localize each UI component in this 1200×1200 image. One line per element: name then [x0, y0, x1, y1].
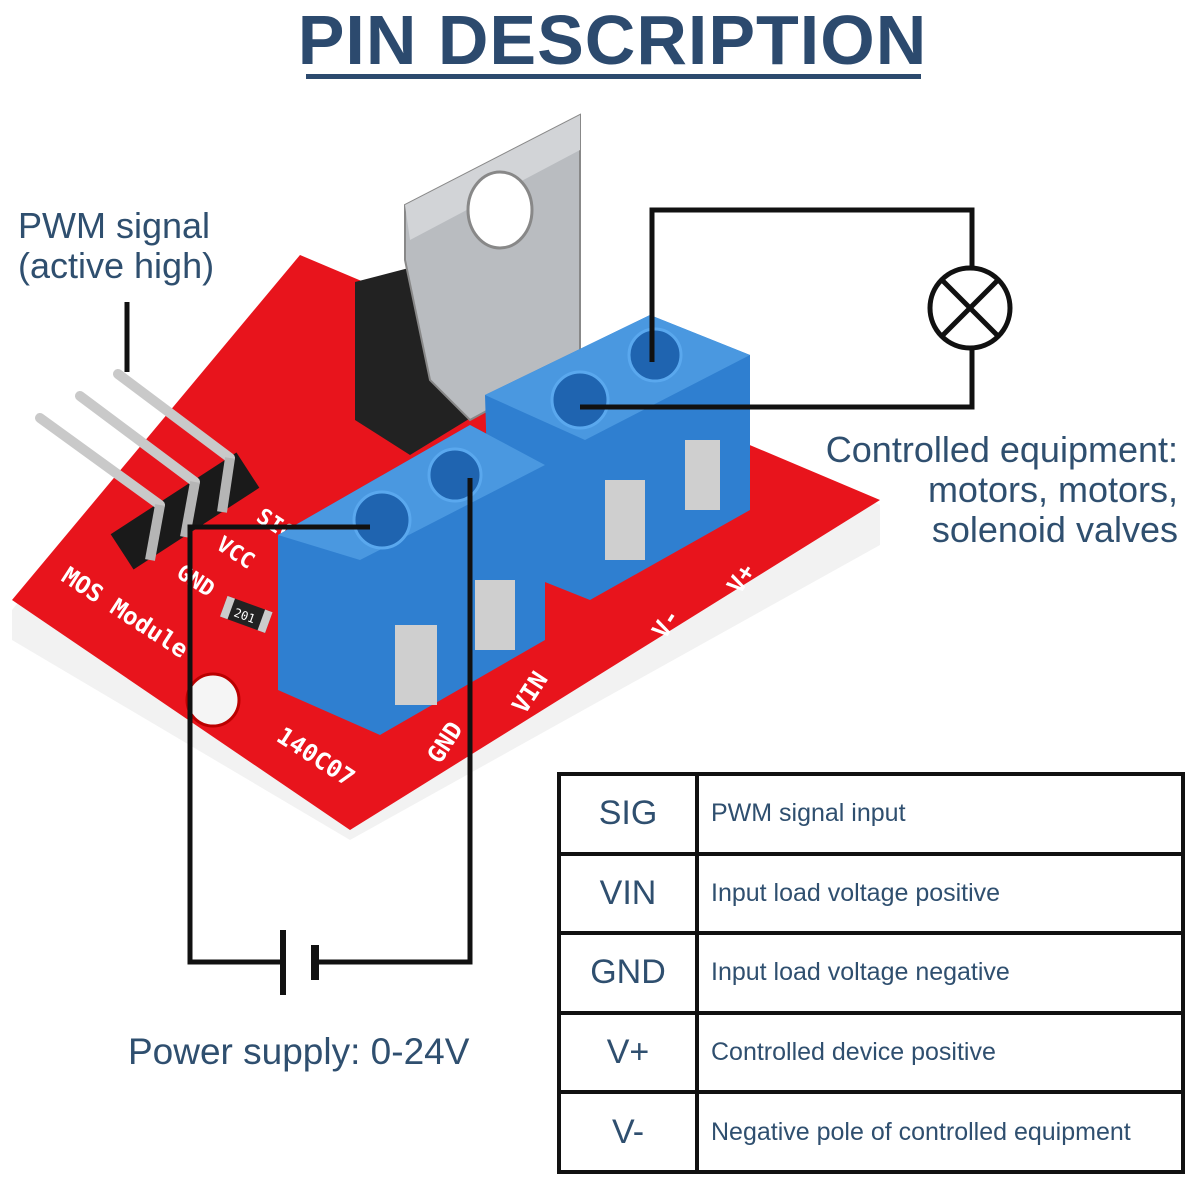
mosfet — [355, 113, 581, 455]
pin-description: Input load voltage positive — [695, 851, 1185, 936]
table-row: SIG PWM signal input — [557, 772, 1185, 856]
page-title: PIN DESCRIPTION — [297, 1, 928, 79]
ctrl-label-line3: solenoid valves — [931, 509, 1178, 550]
ctrl-label-line2: motors, motors, — [927, 469, 1178, 510]
power-supply-label: Power supply: 0-24V — [128, 1031, 470, 1072]
resistor: 201 — [219, 595, 273, 633]
pin-name: GND — [557, 931, 699, 1015]
pin-description: Controlled device positive — [695, 1010, 1185, 1095]
pin-description: Input load voltage negative — [695, 931, 1185, 1015]
pin-name: SIG — [557, 772, 699, 856]
battery-icon — [280, 930, 319, 995]
controlled-equipment-label: Controlled equipment: motors, motors, so… — [826, 430, 1178, 550]
pin-description: Negative pole of controlled equipment — [695, 1090, 1185, 1174]
pin-name: V- — [557, 1090, 699, 1174]
table-row: V- Negative pole of controlled equipment — [557, 1090, 1185, 1174]
table-row: GND Input load voltage negative — [557, 931, 1185, 1015]
title-underline — [306, 74, 921, 79]
pin-name: VIN — [557, 851, 699, 936]
pin-header — [35, 369, 260, 570]
load-circuit — [580, 207, 975, 410]
resistor-label: 201 — [232, 606, 257, 627]
pin-table: SIG PWM signal input VIN Input load volt… — [557, 772, 1185, 1174]
pwm-label-line1: PWM signal — [18, 205, 211, 246]
ctrl-label-line1: Controlled equipment: — [825, 429, 1178, 470]
pwm-label-line2: (active high) — [18, 245, 215, 286]
pwm-signal-label: PWM signal (active high) — [18, 206, 214, 286]
lamp-icon — [927, 265, 1013, 351]
power-circuit — [187, 478, 473, 965]
pin-description: PWM signal input — [695, 772, 1185, 856]
table-row: VIN Input load voltage positive — [557, 851, 1185, 936]
pin-name: V+ — [557, 1010, 699, 1095]
table-row: V+ Controlled device positive — [557, 1010, 1185, 1095]
terminal-block-output — [485, 315, 750, 600]
